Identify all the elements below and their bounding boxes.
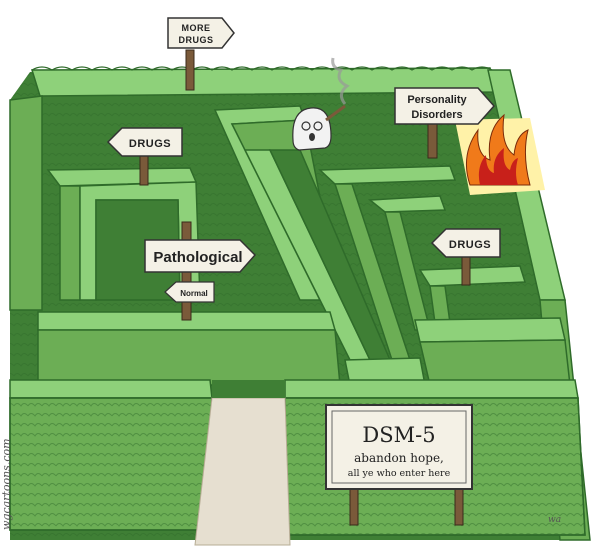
sign-personality-line2: Disorders — [411, 109, 462, 121]
dsm5-board: DSM-5 abandon hope, all ye who enter her… — [325, 404, 473, 526]
sign-pathological-label: Pathological — [153, 249, 242, 266]
sign-pathological: Pathological Normal — [144, 221, 257, 321]
sign-personality-disorders: Personality Disorders — [394, 87, 496, 159]
watermark: wgcartoons.com — [0, 438, 13, 530]
fire — [465, 113, 531, 186]
smoking-figure — [292, 57, 350, 151]
sign-personality-line1: Personality — [407, 94, 467, 106]
sign-drugs-right: DRUGS — [430, 228, 501, 286]
sign-more-drugs-line1: MORE — [182, 23, 211, 33]
hedge-mid-band — [37, 311, 571, 386]
dsm5-line1: abandon hope, — [354, 451, 444, 465]
sign-more-drugs-line2: DRUGS — [178, 35, 213, 45]
hedge-left-wall — [9, 95, 43, 311]
sign-drugs-left-label: DRUGS — [129, 138, 171, 150]
dsm5-line2: all ye who enter here — [348, 468, 451, 479]
dsm5-title: DSM-5 — [362, 423, 435, 447]
sign-drugs-right-label: DRUGS — [449, 239, 491, 251]
sign-more-drugs: MORE DRUGS — [167, 17, 235, 91]
sign-drugs-left: DRUGS — [106, 127, 183, 186]
sign-normal-label: Normal — [180, 289, 208, 298]
hedge-front-left — [9, 379, 213, 531]
maze-entrance-path — [194, 380, 291, 546]
artist-signature: wa — [548, 515, 561, 525]
